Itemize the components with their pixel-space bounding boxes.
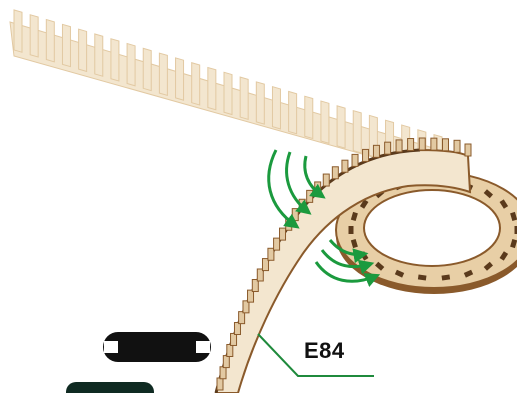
bottom-badge <box>66 382 154 393</box>
wrench-icon <box>103 332 211 362</box>
part-label: E84 <box>304 340 345 362</box>
